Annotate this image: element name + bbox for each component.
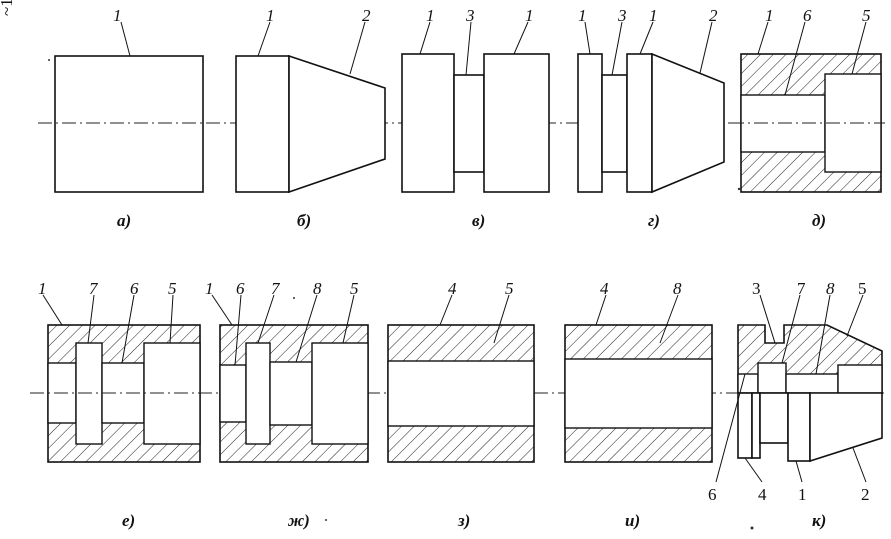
label-g-3: 3 <box>617 6 627 25</box>
margin-mark: ~1 <box>0 0 16 16</box>
label-d-1: 1 <box>765 6 774 25</box>
label-b-1: 1 <box>266 6 275 25</box>
panel-e: 1 7 6 5 е) <box>30 279 210 530</box>
label-g-1b: 1 <box>649 6 658 25</box>
scan-specks <box>48 59 754 530</box>
label-v-1b: 1 <box>525 6 534 25</box>
caption-k: к) <box>812 511 826 530</box>
label-z-5: 5 <box>505 279 514 298</box>
caption-g: г) <box>648 211 660 230</box>
panel-i: 4 8 и) <box>564 279 713 530</box>
label-k-1: 1 <box>798 485 807 504</box>
panel-v: 1 3 1 в) <box>401 6 550 230</box>
panel-b: 1 2 б) <box>235 6 386 230</box>
caption-i: и) <box>625 511 640 530</box>
label-e-6: 6 <box>130 279 139 298</box>
panel-d: 1 6 5 д) <box>730 6 885 230</box>
label-g-1a: 1 <box>578 6 587 25</box>
panel-zh: 1 6 7 8 5 ж) <box>205 279 369 530</box>
caption-v: в) <box>472 211 485 230</box>
panel-z: 4 5 з) <box>387 279 535 530</box>
label-k-6: 6 <box>708 485 717 504</box>
label-zh-1: 1 <box>205 279 214 298</box>
label-d-5: 5 <box>862 6 871 25</box>
caption-z: з) <box>457 511 470 530</box>
caption-a: а) <box>117 211 131 230</box>
label-d-6: 6 <box>803 6 812 25</box>
caption-d: д) <box>812 211 826 230</box>
label-i-4: 4 <box>600 279 609 298</box>
label-zh-7: 7 <box>271 279 281 298</box>
label-b-2: 2 <box>362 6 371 25</box>
label-k-5: 5 <box>858 279 867 298</box>
caption-zh: ж) <box>287 511 310 530</box>
label-k-2: 2 <box>861 485 870 504</box>
label-v-3: 3 <box>465 6 475 25</box>
label-zh-6: 6 <box>236 279 245 298</box>
label-k-8: 8 <box>826 279 835 298</box>
caption-e: е) <box>122 511 135 530</box>
label-g-2: 2 <box>709 6 718 25</box>
label-z-4: 4 <box>448 279 457 298</box>
label-i-8: 8 <box>673 279 682 298</box>
label-e-5: 5 <box>168 279 177 298</box>
label-k-3: 3 <box>752 279 761 298</box>
panel-a: 1 а) <box>38 6 215 230</box>
label-zh-8: 8 <box>313 279 322 298</box>
label-k-4: 4 <box>758 485 767 504</box>
label-k-7: 7 <box>797 279 806 298</box>
panel-g: 1 3 1 2 г) <box>577 6 725 230</box>
label-zh-5: 5 <box>350 279 359 298</box>
panel-k: 3 7 8 5 6 4 1 2 к) <box>708 279 883 530</box>
label-v-1a: 1 <box>426 6 435 25</box>
caption-b: б) <box>297 211 311 230</box>
label-a-1: 1 <box>113 6 122 25</box>
label-e-1: 1 <box>38 279 47 298</box>
label-e-7: 7 <box>89 279 99 298</box>
